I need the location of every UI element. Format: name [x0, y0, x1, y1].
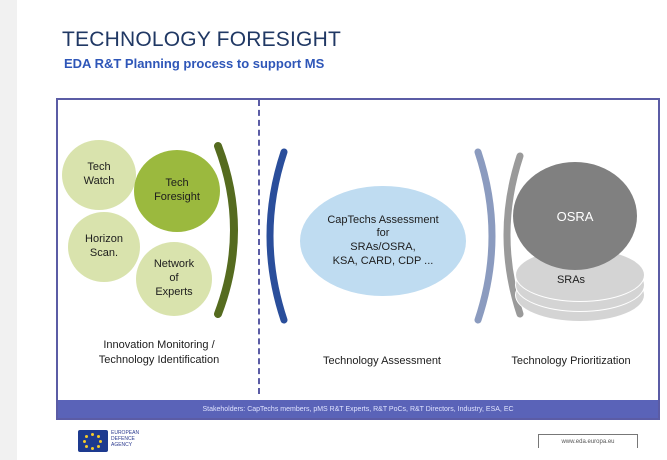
- gray-bracket-left: [503, 152, 524, 318]
- tech-foresight-bubble: Tech Foresight: [134, 150, 220, 232]
- technology-assessment-label: Technology Assessment: [322, 355, 441, 367]
- blue-bracket-left: [266, 148, 288, 324]
- dashed-divider: [258, 100, 260, 394]
- captechs-assessment-ellipse: CapTechs Assessment for SRAs/OSRA, KSA, …: [300, 186, 466, 296]
- network-of-experts-bubble: Network of Experts: [136, 242, 212, 316]
- dark-green-bracket: [214, 142, 238, 318]
- stakeholders-bar: Stakeholders: CapTechs members, pMS R&T …: [58, 400, 658, 418]
- website-url[interactable]: www.eda.europa.eu: [538, 434, 638, 448]
- slide-subtitle: EDA R&T Planning process to support MS: [64, 56, 325, 71]
- osra-disk: OSRA: [513, 162, 637, 270]
- innovation-monitoring-label: Innovation Monitoring / Technology Ident…: [98, 339, 220, 366]
- eu-flag-icon: [78, 430, 108, 452]
- slide-title: TECHNOLOGY FORESIGHT: [62, 28, 341, 51]
- tech-watch-bubble: Tech Watch: [62, 140, 136, 210]
- technology-prioritization-label: Technology Prioritization: [511, 355, 631, 367]
- slate-bracket-right: [474, 148, 496, 324]
- horizon-scan-bubble: Horizon Scan.: [68, 212, 140, 282]
- sras-label: SRAs: [556, 274, 586, 286]
- logo-text: EUROPEAN DEFENCE AGENCY: [111, 430, 140, 448]
- eda-logo: EUROPEAN DEFENCE AGENCY: [78, 428, 148, 454]
- diagram-frame: [56, 98, 660, 420]
